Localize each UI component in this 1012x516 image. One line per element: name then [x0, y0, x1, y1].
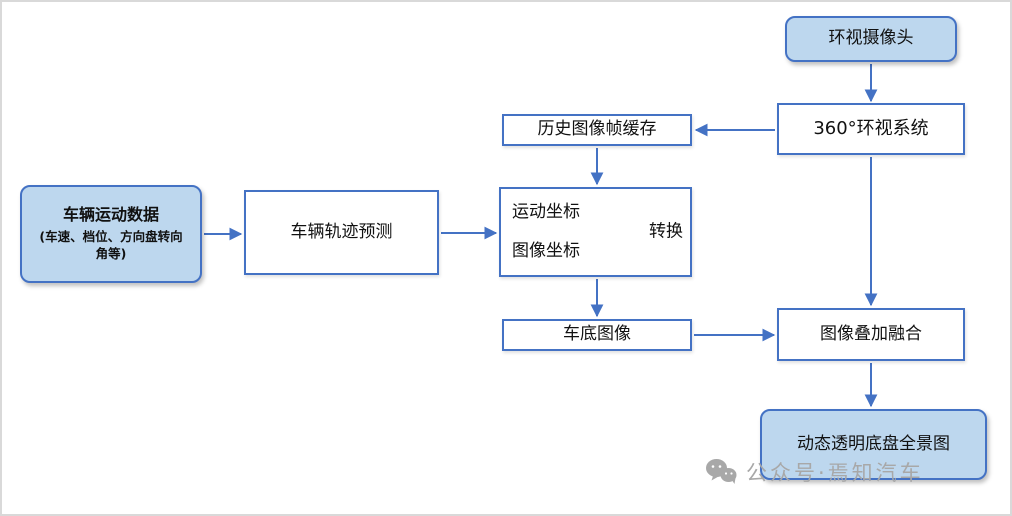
vehicle-data-subtitle: (车速、档位、方向盘转向角等) [39, 229, 183, 261]
watermark: 公众号·焉知汽车 [705, 457, 924, 487]
node-surround-camera: 环视摄像头 [785, 16, 957, 62]
node-history-frame-buffer: 历史图像帧缓存 [502, 114, 692, 146]
image-coordinate-label: 图像坐标 [512, 240, 580, 261]
convert-label: 转换 [649, 221, 683, 242]
node-panorama-output: 动态透明底盘全景图 [760, 409, 987, 480]
motion-coordinate-label: 运动坐标 [512, 202, 580, 222]
node-underbody-image: 车底图像 [502, 319, 692, 351]
node-trajectory-prediction: 车辆轨迹预测 [244, 190, 439, 275]
node-image-fusion: 图像叠加融合 [777, 308, 965, 361]
node-surround-system-label: 360°环视系统 [813, 117, 929, 139]
vehicle-data-title: 车辆运动数据 [62, 205, 159, 225]
coordinate-conversion-inner: 运动坐标 图像坐标 转换 [501, 189, 690, 275]
node-image-fusion-label: 图像叠加融合 [820, 323, 922, 344]
node-vehicle-motion-data-text: 车辆运动数据 (车速、档位、方向盘转向角等) [38, 205, 184, 263]
node-surround-camera-label: 环视摄像头 [828, 28, 914, 49]
node-surround-system: 360°环视系统 [777, 103, 965, 155]
node-underbody-image-label: 车底图像 [563, 324, 631, 345]
node-panorama-output-label: 动态透明底盘全景图 [797, 433, 950, 454]
node-history-frame-buffer-label: 历史图像帧缓存 [537, 119, 657, 140]
watermark-text: 公众号·焉知汽车 [746, 461, 924, 485]
node-coordinate-conversion: 运动坐标 图像坐标 转换 [499, 187, 692, 277]
node-trajectory-prediction-label: 车辆轨迹预测 [290, 221, 393, 242]
wechat-icon [705, 458, 737, 486]
node-vehicle-motion-data: 车辆运动数据 (车速、档位、方向盘转向角等) [20, 185, 202, 283]
